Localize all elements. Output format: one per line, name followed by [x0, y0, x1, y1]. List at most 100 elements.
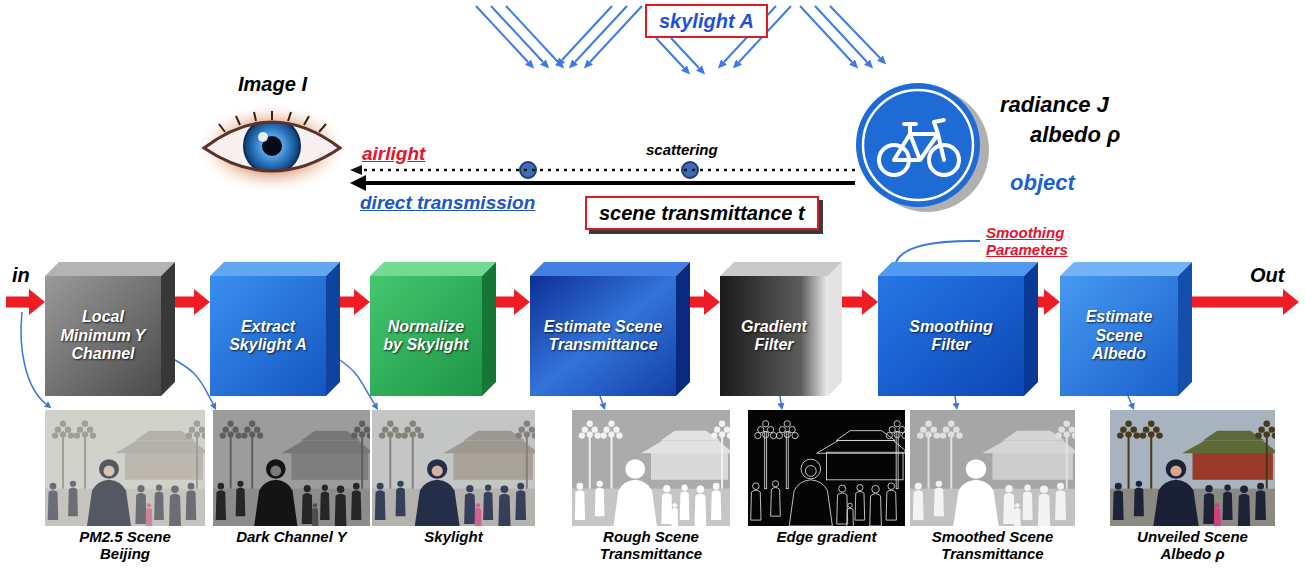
lamp-globe: [1055, 432, 1062, 438]
pedestrian-body: [661, 493, 672, 524]
label-anchor: scattering: [646, 141, 718, 158]
image-caption: Rough Scene Transmittance: [576, 529, 726, 563]
person-body: [789, 480, 832, 526]
image-caption: Edge gradient: [752, 529, 902, 546]
lamp-globe: [608, 421, 614, 427]
lamp-globe: [235, 432, 241, 438]
pedestrian-head: [337, 485, 345, 493]
process-label: Estimate Scene Albedo: [1073, 308, 1165, 363]
gate-roof: [1203, 431, 1265, 441]
pedestrian-head: [663, 485, 670, 492]
process-label: Gradient Filter: [728, 318, 820, 355]
lamp-globe: [592, 427, 598, 433]
edge-label: direct transmission: [360, 192, 535, 214]
result-image: Rough Scene Transmittance: [572, 410, 730, 563]
pedestrian-head: [1205, 485, 1212, 492]
lamp-post: [1066, 432, 1068, 489]
process-cube: Normalize by Skylight: [370, 262, 496, 396]
lamp-post: [950, 432, 952, 489]
pedestrian-body: [1055, 490, 1066, 520]
person-hood: [966, 459, 987, 479]
lamp-globe: [899, 427, 905, 433]
lamp-globe: [956, 432, 963, 438]
transmission-arrow: [366, 181, 855, 185]
cube-front: [878, 276, 1024, 396]
gate-wall: [993, 452, 1073, 480]
pipeline-arrow: [1038, 297, 1044, 308]
lamp-post: [251, 432, 253, 489]
pedestrian-body: [771, 488, 781, 517]
cube-top: [370, 262, 496, 276]
skylight-ray: [800, 6, 852, 62]
airlight-arrow: [362, 169, 855, 172]
label-anchor: in: [12, 264, 30, 287]
photo-sky: [372, 410, 535, 526]
lamp-globe: [1263, 421, 1270, 427]
pedestrian-head: [915, 483, 922, 490]
pedestrian-body: [335, 494, 347, 526]
skylight-ray: [575, 6, 627, 62]
lamp-globe: [1063, 431, 1070, 437]
photo-sky: [748, 410, 905, 526]
lamp-globe: [600, 432, 606, 438]
cube-side: [482, 262, 496, 396]
lamp-globe: [894, 421, 900, 427]
skylight-ray: [562, 6, 612, 60]
lamp-post: [1266, 432, 1268, 489]
pedestrian-head: [397, 481, 403, 487]
skylight-ray: [671, 38, 699, 68]
pedestrian-body: [886, 490, 896, 520]
skylight-ray: [506, 6, 558, 62]
photo-thumbnail: [748, 410, 905, 526]
gate-roof: [282, 440, 370, 453]
pedestrian-head: [839, 485, 846, 492]
lamp-globe: [925, 421, 932, 427]
pedestrian-body: [515, 490, 526, 520]
parameter-leader: [896, 241, 980, 262]
lamp-post: [361, 432, 363, 489]
pedestrian-body: [575, 490, 585, 520]
lamp-globe: [1148, 431, 1155, 437]
pedestrian-body: [870, 494, 882, 526]
lamp-globe: [930, 427, 937, 433]
person-face: [270, 466, 281, 477]
lamp-globe: [1153, 427, 1160, 433]
result-image: Smoothed Scene Transmittance: [910, 410, 1075, 563]
pedestrian-body: [302, 493, 313, 524]
lamp-globe: [1272, 432, 1275, 438]
pedestrian-head: [1257, 483, 1264, 490]
cube-front: [370, 276, 482, 396]
lamp-globe: [770, 432, 776, 438]
lamp-globe: [940, 432, 947, 438]
gate-roof: [641, 440, 730, 453]
transmittance-label: scene transmittance t: [599, 201, 805, 225]
photo-thumbnail: [910, 410, 1075, 526]
lamp-globe: [579, 432, 585, 438]
eye-iris: [244, 118, 300, 174]
lamp-globe: [1072, 432, 1075, 438]
lamp-globe: [917, 432, 924, 438]
lamp-globe: [249, 421, 255, 427]
lamp-globe: [595, 432, 601, 438]
lamp-globe: [953, 427, 960, 433]
pedestrian-head: [517, 483, 524, 490]
process-cube: Smoothing Filter: [878, 262, 1038, 396]
person-hood: [1166, 459, 1187, 479]
lamp-globe: [1063, 421, 1070, 427]
lamp-globe: [532, 432, 535, 438]
lamp-globe: [515, 432, 522, 438]
pedestrian-head: [1005, 485, 1012, 492]
pedestrian-head: [1057, 483, 1064, 490]
pedestrian-body: [913, 490, 924, 520]
process-cube: Local Minimum Y Channel: [45, 262, 175, 396]
pedestrian-head: [577, 483, 584, 490]
lamp-globe: [727, 432, 730, 438]
pedestrian-head: [597, 481, 603, 487]
lamp-globe: [1058, 427, 1065, 433]
lamp-globe: [409, 421, 416, 427]
pedestrian-head: [772, 481, 778, 487]
lamp-globe: [784, 421, 790, 427]
lamp-globe: [902, 432, 905, 438]
person-hood: [625, 459, 645, 479]
